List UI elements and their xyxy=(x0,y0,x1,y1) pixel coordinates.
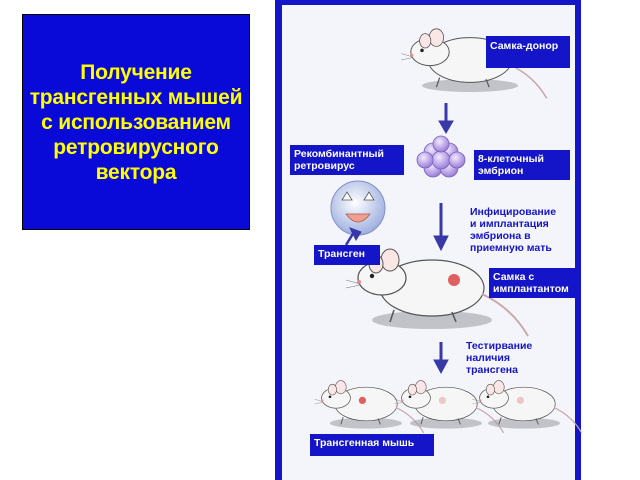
label-recombinant-retrovirus: Рекомбинантный ретровирус xyxy=(290,145,404,175)
label-implant-female: Самка с имплантантом xyxy=(489,268,575,298)
offspring-mouse-3 xyxy=(471,380,583,434)
label-embryo: 8-клеточный эмбрион xyxy=(474,150,570,180)
embryo-cells xyxy=(416,135,466,178)
arrow-embryo-to-female xyxy=(433,203,449,252)
title-box: Получение трансгенных мышей с использова… xyxy=(22,14,250,230)
arrow-female-to-offspring xyxy=(433,342,449,375)
arrow-donor-to-embryo xyxy=(438,103,454,134)
implant-female-mouse xyxy=(345,248,529,337)
offspring-mouse-2 xyxy=(393,380,505,434)
label-donor: Самка-донор xyxy=(486,36,570,68)
donor-mouse xyxy=(400,27,548,100)
note-infection: Инфицирование и имплантация эмбриона в п… xyxy=(470,206,557,254)
note-testing: Тестирвание наличия трансгена xyxy=(466,340,533,376)
arrow-transgene-to-virus xyxy=(344,227,362,246)
label-transgene: Трансген xyxy=(314,245,380,265)
label-transgenic-mouse: Трансгенная мышь xyxy=(310,434,434,456)
retrovirus-icon xyxy=(330,180,386,236)
page-title: Получение трансгенных мышей с использова… xyxy=(29,60,243,184)
offspring-mouse-1 xyxy=(313,380,425,434)
